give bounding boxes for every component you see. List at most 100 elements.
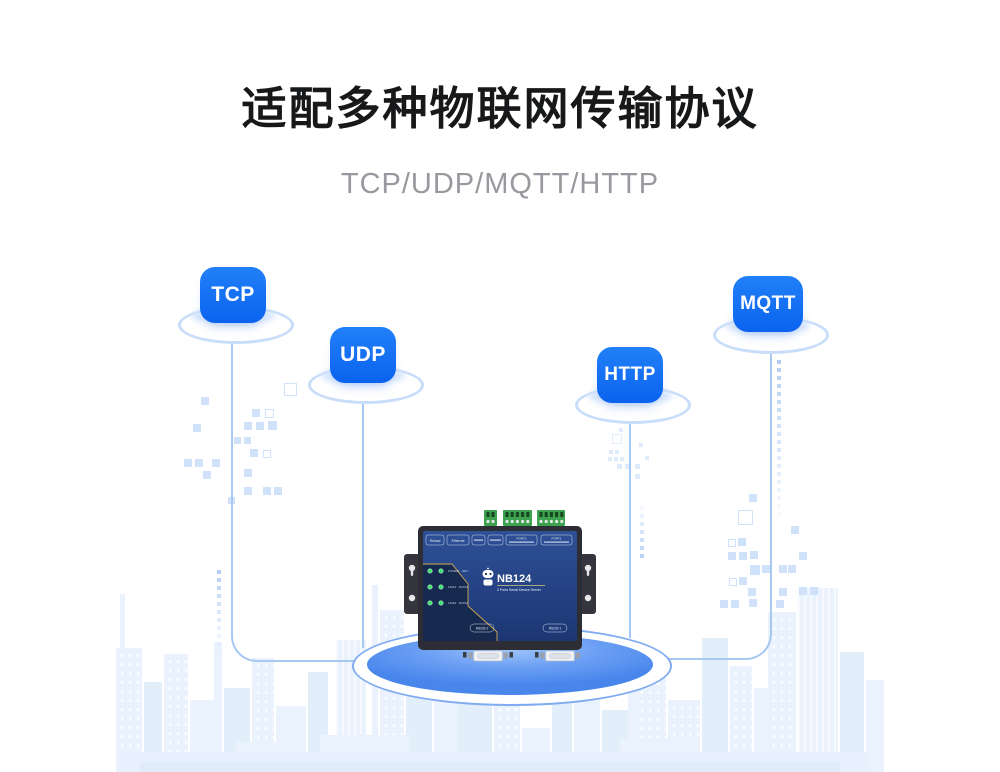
- skyline-building: [214, 642, 222, 772]
- led-panel: [423, 564, 497, 641]
- pixel-dot: [274, 487, 282, 495]
- pixel-dot: [252, 409, 260, 417]
- device-model: NB124: [497, 573, 532, 585]
- protocol-badge-tcp: TCP: [200, 267, 266, 323]
- pixel-dot: [609, 450, 613, 454]
- mqtt-dashed-accent: [777, 360, 781, 530]
- pixel-dot: [268, 421, 277, 430]
- reload-label: Reload: [430, 539, 441, 543]
- skyline-building: [730, 666, 752, 772]
- pixel-dot: [639, 443, 643, 447]
- port2-label: PORT2: [517, 537, 527, 541]
- pixel-dot: [265, 409, 274, 418]
- pixel-dot: [749, 494, 757, 502]
- led-panel-gold-border: [423, 563, 498, 641]
- pixel-dot: [779, 565, 787, 573]
- pixel-dot: [256, 422, 264, 430]
- pixel-dot: [762, 565, 770, 573]
- pixel-dot: [284, 383, 297, 396]
- skyline-building: [702, 638, 728, 772]
- pixel-dot: [720, 600, 728, 608]
- terminal-blocks: [484, 510, 565, 526]
- skyline-building: [798, 588, 838, 772]
- pixel-dot: [749, 599, 757, 607]
- tcp-dashed-accent: [217, 570, 221, 654]
- rs232-2-label: RS232-2: [476, 627, 489, 631]
- pixel-dot: [212, 459, 220, 467]
- pixel-dot: [612, 434, 622, 444]
- protocol-badge-mqtt: MQTT: [733, 276, 803, 332]
- protocol-badge-udp: UDP: [330, 327, 396, 383]
- tcp-connector-line: [231, 332, 368, 662]
- pixel-dot: [195, 459, 203, 467]
- pixel-dot: [729, 578, 737, 586]
- pixel-dot: [728, 552, 736, 560]
- skyline-building: [144, 682, 162, 772]
- skyline-building: [628, 645, 638, 772]
- page-title: 适配多种物联网传输协议: [241, 83, 759, 134]
- ethernet-label: Ethernet: [452, 539, 465, 543]
- rs232-1-label: RS232-1: [549, 627, 562, 631]
- pixel-dot: [203, 471, 211, 479]
- pin-marks: [474, 539, 569, 543]
- led-label-row2: LINK1 · DATA1: [448, 585, 469, 589]
- udp-connector-line: [362, 388, 364, 648]
- pixel-dot: [810, 587, 818, 595]
- pixel-dot: [250, 449, 258, 457]
- skyline-building: [768, 612, 796, 772]
- status-leds: POWER · NET LINK1 · DATA1 LINK2 · DATA2: [427, 568, 469, 606]
- pixel-dot: [234, 437, 241, 444]
- pixel-dot: [750, 551, 758, 559]
- pixel-dot: [738, 538, 746, 546]
- mqtt-connector-line: [646, 338, 772, 660]
- pixel-dot: [263, 450, 271, 458]
- pixel-dot: [635, 474, 640, 479]
- pixel-dot: [776, 600, 784, 608]
- pixel-dot: [619, 428, 623, 432]
- skyline-building: [866, 680, 884, 772]
- pixel-dot: [614, 457, 618, 461]
- pixel-dot: [244, 437, 251, 444]
- pixel-dot: [788, 565, 796, 573]
- led-label-row1: POWER · NET: [448, 569, 468, 573]
- pixel-dot: [635, 464, 640, 469]
- pixel-dot: [244, 422, 252, 430]
- pixel-dot: [728, 539, 736, 547]
- pixel-dot: [791, 526, 799, 534]
- skyline-building: [434, 688, 452, 772]
- device-description: 2 Ports Serial Device Server: [497, 588, 542, 592]
- pixel-dot: [645, 456, 649, 460]
- pixel-dot: [739, 577, 747, 585]
- top-label-boxes: [425, 534, 573, 546]
- page-subtitle: TCP/UDP/MQTT/HTTP: [340, 168, 660, 200]
- device-illustration: Reload Ethernet PORT2 PORT1 POWER · NET …: [404, 510, 596, 662]
- pixel-dot: [620, 457, 624, 461]
- pixel-dot: [779, 588, 787, 596]
- mounting-ears: [404, 554, 596, 614]
- http-dashed-accent: [640, 498, 644, 562]
- pixel-dot: [184, 459, 192, 467]
- pixel-dot: [625, 464, 630, 469]
- protocol-badge-http: HTTP: [597, 347, 663, 403]
- pixel-dot: [799, 552, 807, 560]
- pixel-dot: [739, 552, 747, 560]
- pixel-dot: [193, 424, 201, 432]
- pixel-dot: [244, 469, 252, 477]
- pixel-dot: [263, 487, 271, 495]
- db9-connectors: [463, 650, 580, 662]
- pixel-dot: [750, 565, 760, 575]
- skyline-building: [452, 645, 462, 772]
- pixel-dot: [608, 457, 612, 461]
- skyline-building: [116, 648, 142, 772]
- pixel-dot: [731, 600, 739, 608]
- robot-logo-icon: [482, 567, 494, 586]
- port1-label: PORT1: [552, 537, 562, 541]
- pixel-dot: [617, 464, 622, 469]
- pixel-dot: [201, 397, 209, 405]
- pixel-dot: [244, 487, 252, 495]
- pixel-dot: [615, 450, 619, 454]
- skyline-base-strip: [140, 762, 840, 772]
- pixel-dot: [799, 587, 807, 595]
- led-label-row3: LINK2 · DATA2: [448, 601, 469, 605]
